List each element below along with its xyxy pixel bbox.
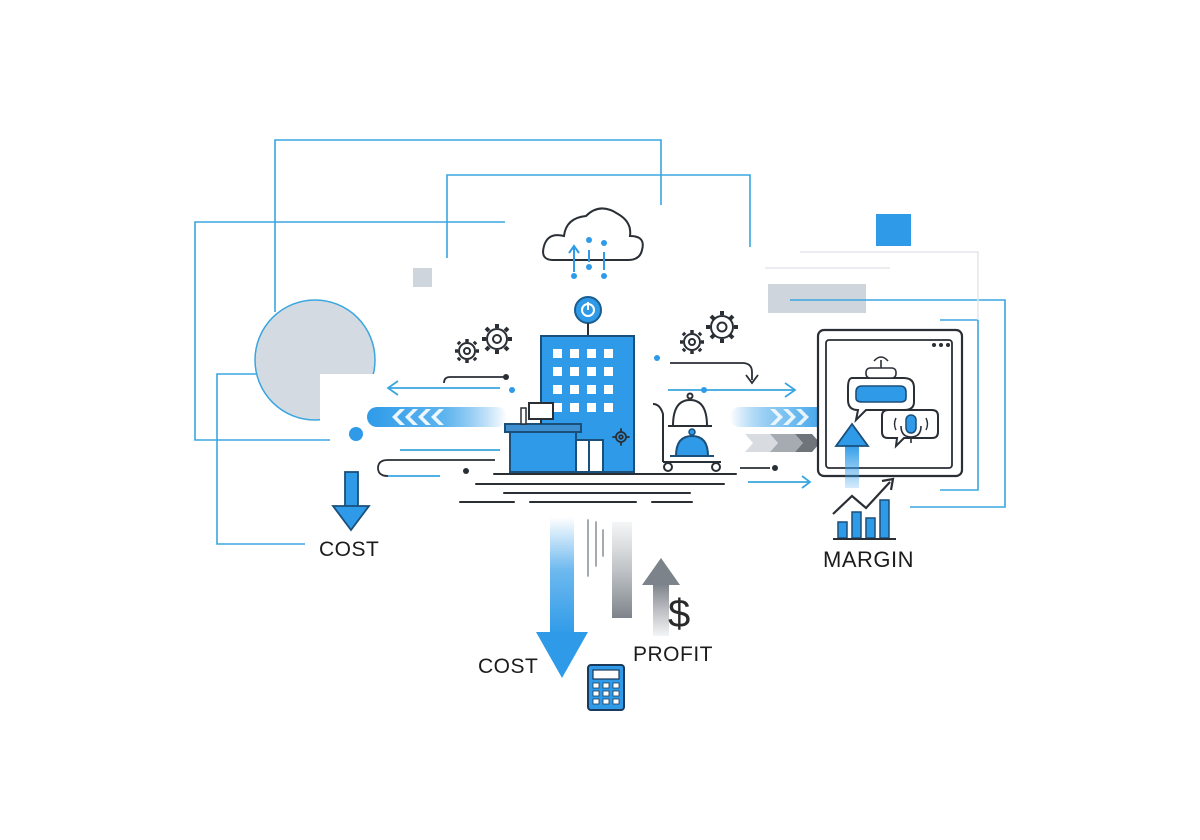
connector-top-inner: [446, 174, 751, 258]
decorative-circle: [254, 299, 380, 424]
cost-down-arrow-center: [536, 517, 588, 678]
profit-label: PROFIT: [633, 643, 713, 666]
right-dots: [654, 355, 778, 471]
dollar-icon: $: [668, 592, 691, 636]
calculator-icon: [587, 664, 625, 711]
gear-icon-left: [455, 324, 512, 363]
connector-left-outer: [194, 221, 505, 441]
cost-label-center: COST: [478, 655, 539, 678]
connector-top-outer: [274, 139, 662, 312]
power-icon: [574, 296, 602, 336]
profit-up-arrow: [642, 558, 680, 636]
left-dots: [463, 374, 509, 474]
cost-label-left: COST: [319, 538, 380, 561]
gear-icon-right: [680, 311, 738, 354]
cloud-data-dots: [571, 237, 607, 279]
connector-right-outer: [790, 299, 1006, 508]
room-service-cart-icon: [652, 392, 721, 472]
cloche-icon: [670, 428, 714, 457]
growth-chart-icon: [832, 477, 896, 540]
motion-lines: [587, 519, 604, 577]
gray-chevrons: [745, 434, 820, 452]
connector-right-inner: [940, 319, 979, 491]
right-flow-bar: [730, 407, 836, 427]
small-gray-square: [413, 268, 432, 287]
cost-down-arrow-left: [331, 471, 371, 532]
left-flow-bar: [349, 407, 507, 441]
gray-bar-block: [768, 284, 866, 313]
margin-up-arrow: [834, 422, 870, 488]
faint-guide-lines: [765, 251, 979, 320]
left-data-arrows: [377, 376, 506, 477]
microphone-icon: [881, 409, 939, 449]
reception-desk-icon: [504, 402, 582, 473]
small-gear-icon: [612, 428, 630, 446]
gray-profit-bar: [612, 522, 632, 618]
margin-label: MARGIN: [823, 547, 914, 572]
blue-square: [876, 214, 911, 246]
ground-lines: [459, 473, 737, 503]
cloud-icon: [542, 207, 644, 272]
right-data-arrows: [668, 362, 812, 489]
